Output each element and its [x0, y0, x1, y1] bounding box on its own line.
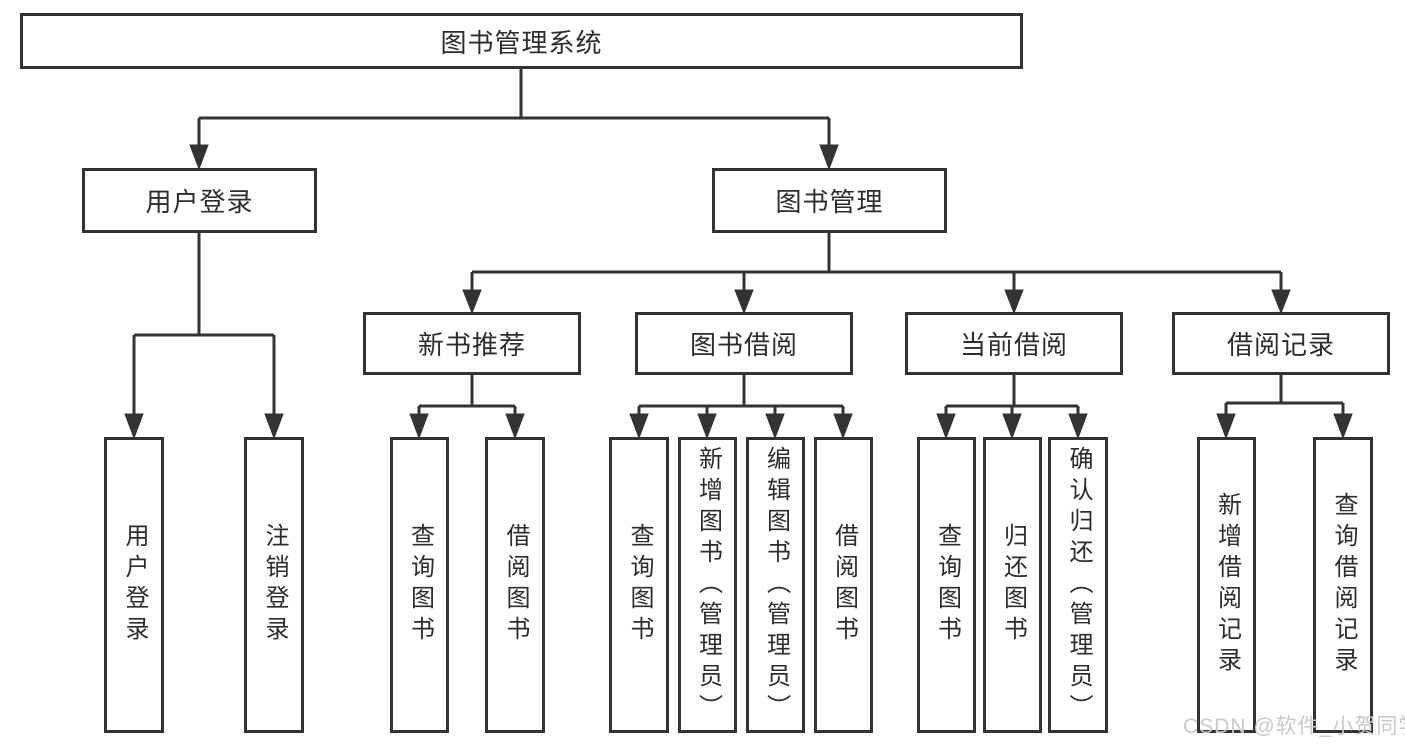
leaf-logout-label: 注销登录 [261, 523, 288, 647]
leaf-confirm-return-admin-label: 确认归还（管理员） [1065, 445, 1092, 725]
leaf-query-books-borrow: 查询图书 [609, 437, 669, 733]
leaf-logout: 注销登录 [244, 437, 304, 733]
leaf-return-book: 归还图书 [983, 437, 1042, 733]
node-new-book-recommend: 新书推荐 [363, 312, 581, 375]
leaf-borrow-books-recommend-label: 借阅图书 [502, 523, 529, 647]
connector-book-management [462, 233, 1291, 315]
leaf-add-book-admin: 新增图书（管理员） [678, 437, 737, 733]
leaf-query-borrow-record: 查询借阅记录 [1313, 437, 1373, 733]
csdn-watermark: CSDN @软件_小贺同学 [1183, 715, 1405, 738]
leaf-add-borrow-record: 新增借阅记录 [1197, 437, 1256, 733]
leaf-user-login-label: 用户登录 [121, 523, 148, 647]
node-root: 图书管理系统 [20, 13, 1023, 69]
leaf-query-books-current: 查询图书 [917, 437, 976, 733]
connector-borrow-records [1216, 375, 1353, 440]
leaf-borrow-books-label: 借阅图书 [830, 523, 858, 647]
connector-user-login [124, 233, 284, 440]
node-current-borrow: 当前借阅 [905, 312, 1123, 375]
node-borrow-records-label: 借阅记录 [1226, 330, 1335, 360]
leaf-query-books-borrow-label: 查询图书 [626, 523, 653, 647]
leaf-confirm-return-admin: 确认归还（管理员） [1048, 437, 1108, 733]
leaf-return-book-label: 归还图书 [999, 523, 1027, 647]
leaf-add-borrow-record-label: 新增借阅记录 [1213, 492, 1241, 678]
leaf-borrow-books: 借阅图书 [814, 437, 873, 733]
node-book-management: 图书管理 [712, 168, 947, 233]
node-book-borrow: 图书借阅 [635, 312, 853, 375]
leaf-query-books-current-label: 查询图书 [933, 523, 961, 647]
node-borrow-records: 借阅记录 [1172, 312, 1390, 375]
node-new-book-recommend-label: 新书推荐 [417, 330, 526, 360]
node-root-label: 图书管理系统 [440, 27, 603, 58]
leaf-query-borrow-record-label: 查询借阅记录 [1330, 492, 1357, 678]
connector-book-borrow [629, 375, 853, 440]
leaf-edit-book-admin-label: 编辑图书（管理员） [762, 445, 790, 725]
node-user-login-label: 用户登录 [145, 187, 254, 217]
node-book-borrow-label: 图书借阅 [689, 330, 798, 360]
node-book-management-label: 图书管理 [775, 187, 884, 217]
connector-root [189, 69, 839, 171]
leaf-query-books-recommend: 查询图书 [390, 437, 449, 733]
leaf-add-book-admin-label: 新增图书（管理员） [694, 445, 722, 725]
connector-new-book-recommend [409, 375, 525, 440]
leaf-borrow-books-recommend: 借阅图书 [485, 437, 545, 733]
leaf-user-login: 用户登录 [104, 437, 164, 733]
node-current-borrow-label: 当前借阅 [959, 330, 1068, 360]
connector-current-borrow [936, 375, 1088, 440]
leaf-query-books-recommend-label: 查询图书 [406, 523, 434, 647]
leaf-edit-book-admin: 编辑图书（管理员） [746, 437, 805, 733]
node-user-login: 用户登录 [82, 168, 317, 233]
